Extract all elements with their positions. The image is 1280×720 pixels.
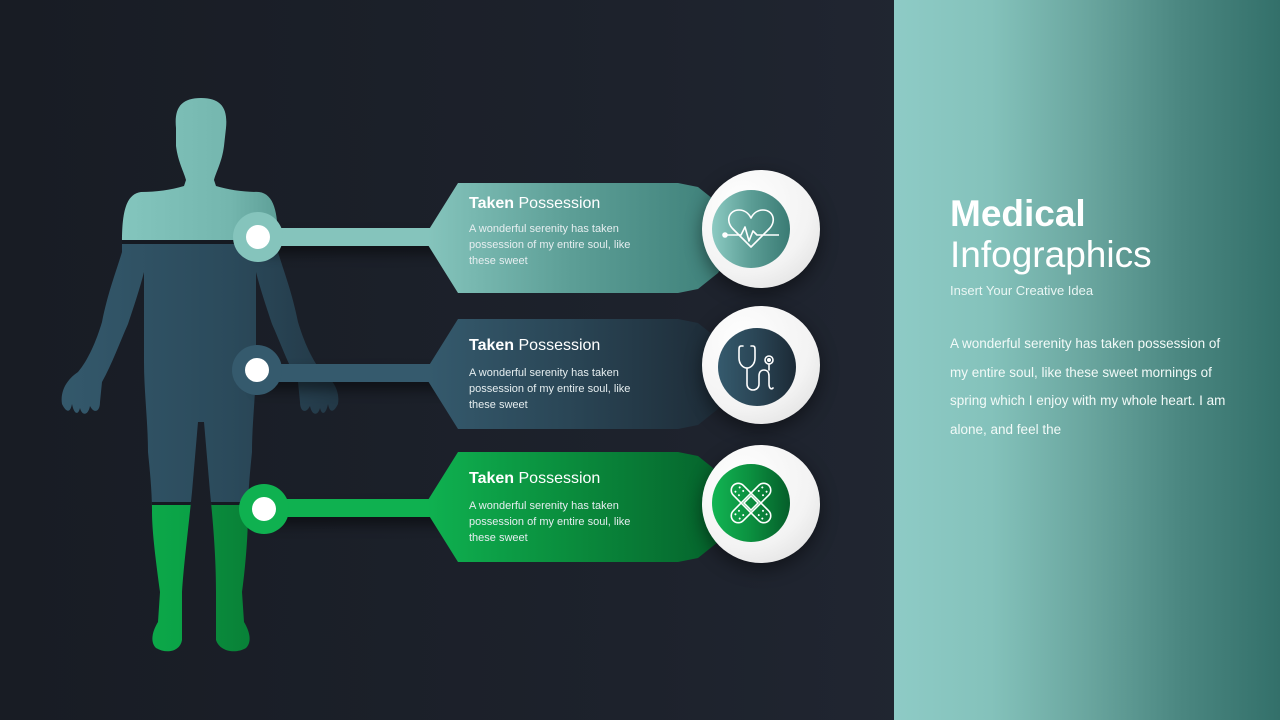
card-background	[428, 452, 734, 562]
title-panel: Medical Infographics Insert Your Creativ…	[894, 0, 1280, 720]
card-description: A wonderful serenity has taken possessio…	[469, 500, 631, 544]
connector-line-3	[264, 499, 464, 517]
card-title: Taken Possession	[469, 195, 601, 212]
connector-line-1	[258, 228, 458, 246]
human-body-figure-icon	[61, 98, 339, 652]
slide-body-text: A wonderful serenity has taken possessio…	[950, 336, 1226, 437]
body-marker-torso[interactable]	[232, 345, 282, 395]
heart-pulse-icon	[712, 190, 790, 268]
slide-subtitle: Insert Your Creative Idea	[950, 283, 1094, 298]
info-card-2[interactable]: Taken Possession A wonderful serenity ha…	[428, 319, 738, 429]
slide-title-bold: Medical	[950, 193, 1086, 234]
card-title: Taken Possession	[469, 337, 601, 354]
bandage-icon	[712, 464, 790, 542]
icon-badge-2[interactable]	[702, 306, 820, 424]
info-card-3[interactable]: Taken Possession A wonderful serenity ha…	[428, 452, 738, 562]
infographic-stage: Taken Possession A wonderful serenity ha…	[61, 98, 820, 652]
card-title: Taken Possession	[469, 470, 601, 487]
card-description: A wonderful serenity has taken possessio…	[469, 223, 631, 267]
card-background	[428, 183, 734, 293]
icon-badge-3[interactable]	[702, 445, 820, 563]
icon-badge-1[interactable]	[702, 170, 820, 288]
connector-line-2	[257, 364, 457, 382]
info-card-1[interactable]: Taken Possession A wonderful serenity ha…	[428, 183, 738, 293]
body-marker-legs[interactable]	[239, 484, 289, 534]
slide-title-regular: Infographics	[950, 234, 1152, 275]
card-background	[428, 319, 734, 429]
card-description: A wonderful serenity has taken possessio…	[469, 367, 631, 411]
body-marker-chest[interactable]	[233, 212, 283, 262]
stethoscope-icon	[718, 328, 796, 406]
